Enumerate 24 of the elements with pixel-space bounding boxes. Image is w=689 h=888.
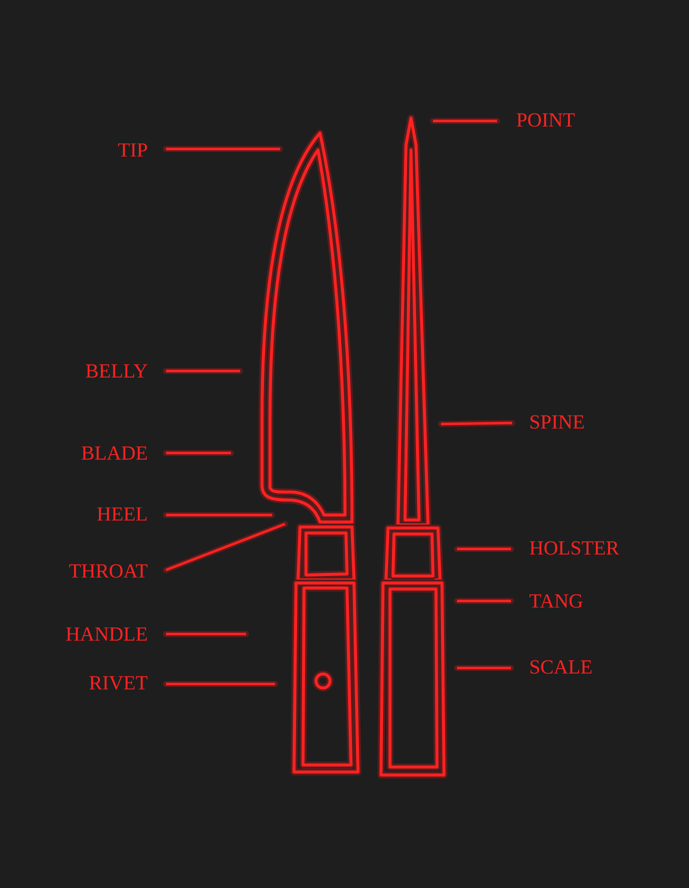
leader-line xyxy=(163,368,243,374)
leader-line xyxy=(163,521,288,573)
part-label: SCALE xyxy=(530,660,592,674)
leader-line xyxy=(454,665,514,671)
part-label: TIP xyxy=(118,143,147,157)
part-label: BELLY xyxy=(86,364,148,378)
leader-line xyxy=(163,512,275,518)
part-label: SPINE xyxy=(530,415,584,429)
leader-line xyxy=(163,631,249,637)
leader-line xyxy=(438,420,515,427)
part-label: HEEL xyxy=(97,507,147,521)
leader-line xyxy=(430,118,500,124)
part-label: TANG xyxy=(530,594,583,608)
part-label: BLADE xyxy=(82,446,147,460)
leader-line xyxy=(454,598,514,604)
part-label: RIVET xyxy=(90,676,148,690)
leader-line xyxy=(163,450,234,456)
part-label: HANDLE xyxy=(66,627,147,641)
part-label: POINT xyxy=(516,113,575,127)
part-label: HOLSTER xyxy=(530,541,620,555)
leader-line xyxy=(163,681,278,687)
leader-line xyxy=(454,546,514,552)
part-label: THROAT xyxy=(69,564,148,578)
leader-line xyxy=(163,146,283,152)
